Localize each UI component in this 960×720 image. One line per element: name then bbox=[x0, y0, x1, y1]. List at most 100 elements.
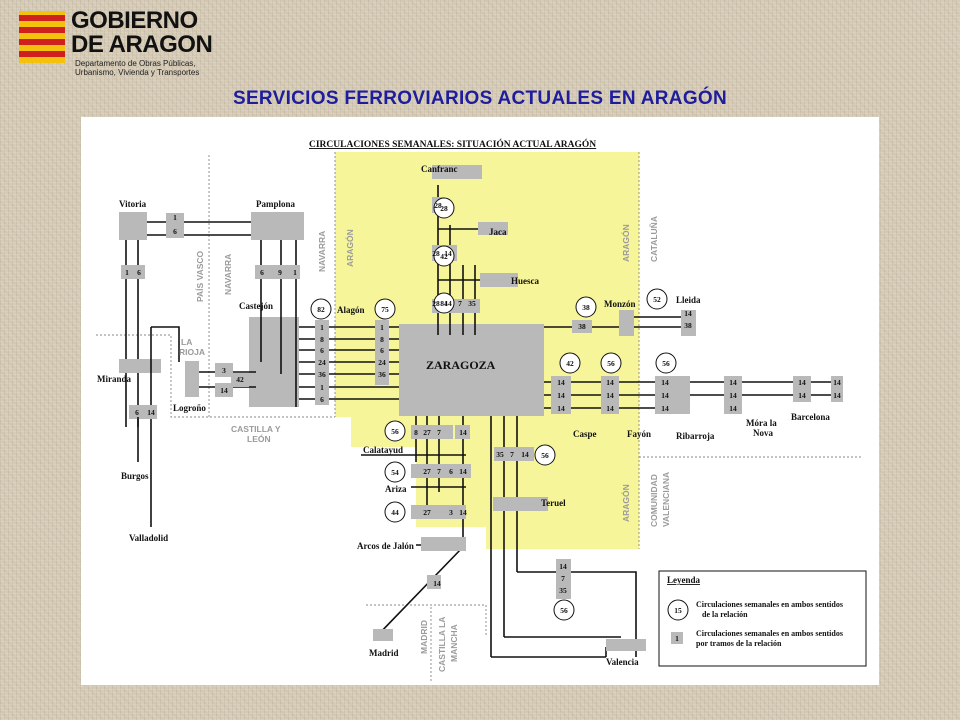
city-logrono: Logroño bbox=[173, 403, 206, 413]
city-mora-2: Nova bbox=[753, 428, 773, 438]
city-teruel: Teruel bbox=[541, 498, 566, 508]
total-value: 56 bbox=[560, 606, 568, 615]
city-jaca: Jaca bbox=[489, 227, 507, 237]
segment-value-s-e-16: 14 bbox=[833, 391, 841, 400]
region-madrid: MADRID bbox=[419, 620, 429, 654]
segment-value-s-ari-4: 14 bbox=[459, 467, 467, 476]
total-value: 84 bbox=[440, 299, 448, 308]
segment-value-s-monzon: 38 bbox=[578, 322, 586, 331]
region-pais-vasco: PAÍS VASCO bbox=[195, 250, 205, 302]
region-cyl-2: LEÓN bbox=[247, 433, 271, 444]
city-huesca: Huesca bbox=[511, 276, 539, 286]
department-name: Departamento de Obras Públicas, Urbanism… bbox=[75, 59, 199, 77]
railway-diagram-panel: CIRCULACIONES SEMANALES: SITUACIÓN ACTUA… bbox=[81, 117, 879, 685]
segment-value-s-arc-1: 27 bbox=[423, 508, 431, 517]
total-value: 52 bbox=[653, 295, 661, 304]
total-value: 44 bbox=[391, 508, 399, 517]
segment-value-s-e-1: 14 bbox=[557, 378, 565, 387]
segment-value-s-e-13: 14 bbox=[798, 378, 806, 387]
segment-value-s-vit-1: 1 bbox=[173, 213, 177, 222]
logo-line-1: GOBIERNO bbox=[71, 7, 198, 34]
segment-value-s-hu-2: 14 bbox=[444, 299, 452, 308]
city-fayon: Fayón bbox=[627, 429, 651, 439]
segment-value-s-ter-3: 14 bbox=[521, 450, 529, 459]
segment-value-s-val-1: 14 bbox=[559, 562, 567, 571]
segment-value-s-arc-3: 14 bbox=[459, 508, 467, 517]
segment-value-s-hu-3: 7 bbox=[458, 299, 462, 308]
city-canfranc: Canfranc bbox=[421, 164, 458, 174]
region-cv-2: VALENCIANA bbox=[661, 472, 671, 527]
segment-value-s-e-6: 14 bbox=[606, 404, 614, 413]
segment-value-s-pam-1: 6 bbox=[260, 268, 264, 277]
legend-circle-text-2: de la relación bbox=[702, 610, 748, 619]
city-mora-1: Móra la bbox=[746, 418, 777, 428]
total-valencia: 56 bbox=[553, 599, 575, 621]
segment-value-s-ala-5: 36 bbox=[378, 370, 386, 379]
total-value: 42 bbox=[566, 359, 574, 368]
region-navarra-b: NAVARRA bbox=[317, 231, 327, 272]
total-fayon: 56 bbox=[600, 352, 622, 374]
region-la-rioja-1: LA bbox=[181, 337, 192, 347]
total-value: 42 bbox=[440, 252, 448, 261]
railway-diagram: CIRCULACIONES SEMANALES: SITUACIÓN ACTUA… bbox=[96, 138, 867, 682]
segment-value-s-vit-3: 1 bbox=[125, 268, 129, 277]
segment-value-s-lleida-2: 38 bbox=[684, 321, 692, 330]
total-value: 56 bbox=[541, 451, 549, 460]
city-calatayud: Calatayud bbox=[363, 445, 403, 455]
segment-value-s-ala-4: 24 bbox=[378, 358, 386, 367]
segment-value-s-cas-2: 8 bbox=[320, 335, 324, 344]
segment-value-s-e-15: 14 bbox=[833, 378, 841, 387]
segment-value-s-e-12: 14 bbox=[729, 404, 737, 413]
total-teruel: 56 bbox=[534, 444, 556, 466]
total-ariza: 54 bbox=[384, 461, 406, 483]
segment-value-s-log-3: 14 bbox=[220, 386, 228, 395]
segment-value-s-vit-2: 6 bbox=[173, 227, 177, 236]
region-cv-1: COMUNIDAD bbox=[649, 474, 659, 527]
total-value: 56 bbox=[607, 359, 615, 368]
segment-value-s-e-2: 14 bbox=[557, 391, 565, 400]
legend-circle-example: 15 bbox=[674, 606, 682, 615]
region-aragon-b: ARAGÓN bbox=[620, 224, 631, 262]
segment-value-s-ter-1: 35 bbox=[496, 450, 504, 459]
city-barcelona: Barcelona bbox=[791, 412, 830, 422]
segment-value-s-hu-4: 35 bbox=[468, 299, 476, 308]
segment-value-s-e-3: 14 bbox=[557, 404, 565, 413]
total-value: 28 bbox=[440, 204, 448, 213]
segment-value-s-ala-3: 6 bbox=[380, 346, 384, 355]
total-value: 54 bbox=[391, 468, 399, 477]
segment-value-s-cas-7: 6 bbox=[320, 395, 324, 404]
region-labels: PAÍS VASCO NAVARRA NAVARRA ARAGÓN ARAGÓN… bbox=[179, 216, 671, 672]
city-valencia: Valencia bbox=[606, 657, 639, 667]
segment-value-s-cas-1: 1 bbox=[320, 323, 324, 332]
diagram-heading: CIRCULACIONES SEMANALES: SITUACIÓN ACTUA… bbox=[309, 138, 596, 150]
city-castejon: Castejón bbox=[239, 301, 273, 311]
city-lleida: Lleida bbox=[676, 295, 701, 305]
logo-wordmark: GOBIERNO DE ARAGON bbox=[71, 7, 213, 57]
page-title: SERVICIOS FERROVIARIOS ACTUALES EN ARAGÓ… bbox=[232, 88, 728, 109]
segment-value-s-e-4: 14 bbox=[606, 378, 614, 387]
weekly-totals: 28 42 84 82 75 38 52 42 56 56 56 54 44 5… bbox=[310, 197, 677, 621]
total-alagon: 75 bbox=[374, 298, 396, 320]
segment-value-s-log-2: 42 bbox=[236, 375, 244, 384]
segment-value-s-e-9: 14 bbox=[661, 404, 669, 413]
total-value: 56 bbox=[391, 427, 399, 436]
region-aragon-c: ARAGÓN bbox=[620, 484, 631, 522]
segment-value-s-e-10: 14 bbox=[729, 378, 737, 387]
legend-box-text-1: Circulaciones semanales en ambos sentido… bbox=[696, 629, 843, 638]
region-clm-2: MANCHA bbox=[449, 624, 459, 662]
legend-box-example: 1 bbox=[675, 634, 679, 643]
city-monzon: Monzón bbox=[604, 299, 636, 309]
total-value: 38 bbox=[582, 303, 590, 312]
segment-value-s-e-5: 14 bbox=[606, 391, 614, 400]
segment-value-s-jaca-1: 28 bbox=[432, 249, 440, 258]
segment-value-s-val-3: 35 bbox=[559, 586, 567, 595]
city-madrid: Madrid bbox=[369, 648, 399, 658]
region-cyl-1: CASTILLA Y bbox=[231, 424, 281, 434]
total-value: 56 bbox=[662, 359, 670, 368]
segment-value-s-log-1: 3 bbox=[222, 366, 226, 375]
city-caspe: Caspe bbox=[573, 429, 597, 439]
city-burgos: Burgos bbox=[121, 471, 149, 481]
total-monzon: 38 bbox=[575, 296, 597, 318]
segment-value-s-e-11: 14 bbox=[729, 391, 737, 400]
